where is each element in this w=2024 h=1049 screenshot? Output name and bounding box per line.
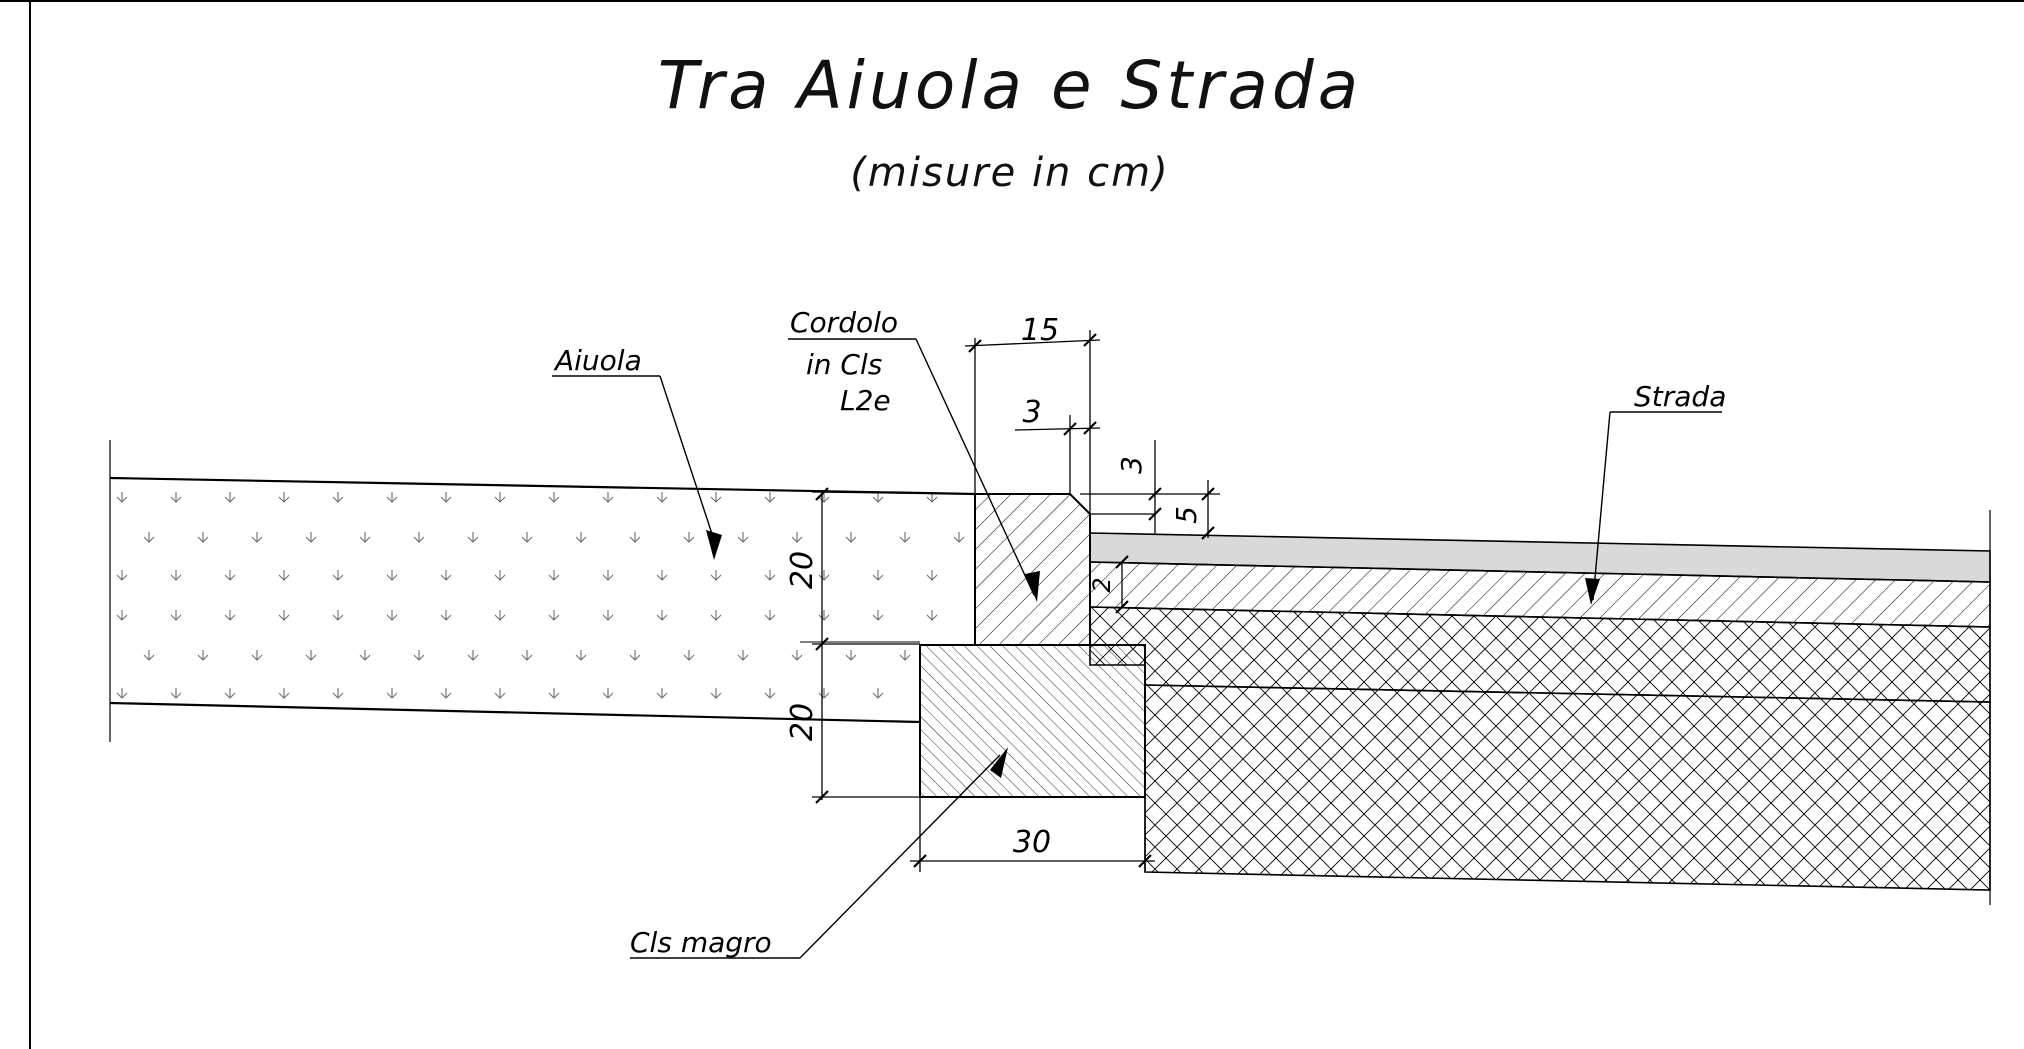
cordolo-curb	[974, 493, 1091, 646]
dim-surface-layer: 2	[1088, 577, 1116, 592]
label-cordolo-line2: in Cls	[806, 348, 882, 381]
dim-curb-reveal: 5	[1170, 506, 1203, 524]
dim-chamfer-height: 3	[1115, 456, 1148, 474]
label-cordolo-line1: Cordolo	[790, 306, 898, 339]
label-cordolo-line3: L2e	[840, 384, 891, 417]
dim-curb-width: 15	[1021, 313, 1059, 348]
road-subbase-layer	[1089, 606, 1991, 891]
aiuola-soil	[109, 440, 976, 742]
cls-magro-base	[919, 644, 1146, 798]
dim-chamfer-width: 3	[1022, 395, 1041, 430]
label-cls-magro: Cls magro	[630, 926, 772, 959]
dim-curb-height: 20	[785, 551, 820, 589]
leader-arrowheads	[706, 530, 1600, 778]
drawing-subtitle: (misure in cm)	[850, 150, 1169, 196]
label-aiuola: Aiuola	[553, 344, 642, 377]
label-strada: Strada	[1634, 380, 1726, 413]
dim-base-width: 30	[1013, 825, 1051, 860]
leader-lines	[552, 338, 1722, 959]
dim-base-height: 20	[785, 703, 820, 741]
drawing-title: Tra Aiuola e Strada	[658, 47, 1362, 124]
dimension-lines	[811, 330, 1220, 872]
